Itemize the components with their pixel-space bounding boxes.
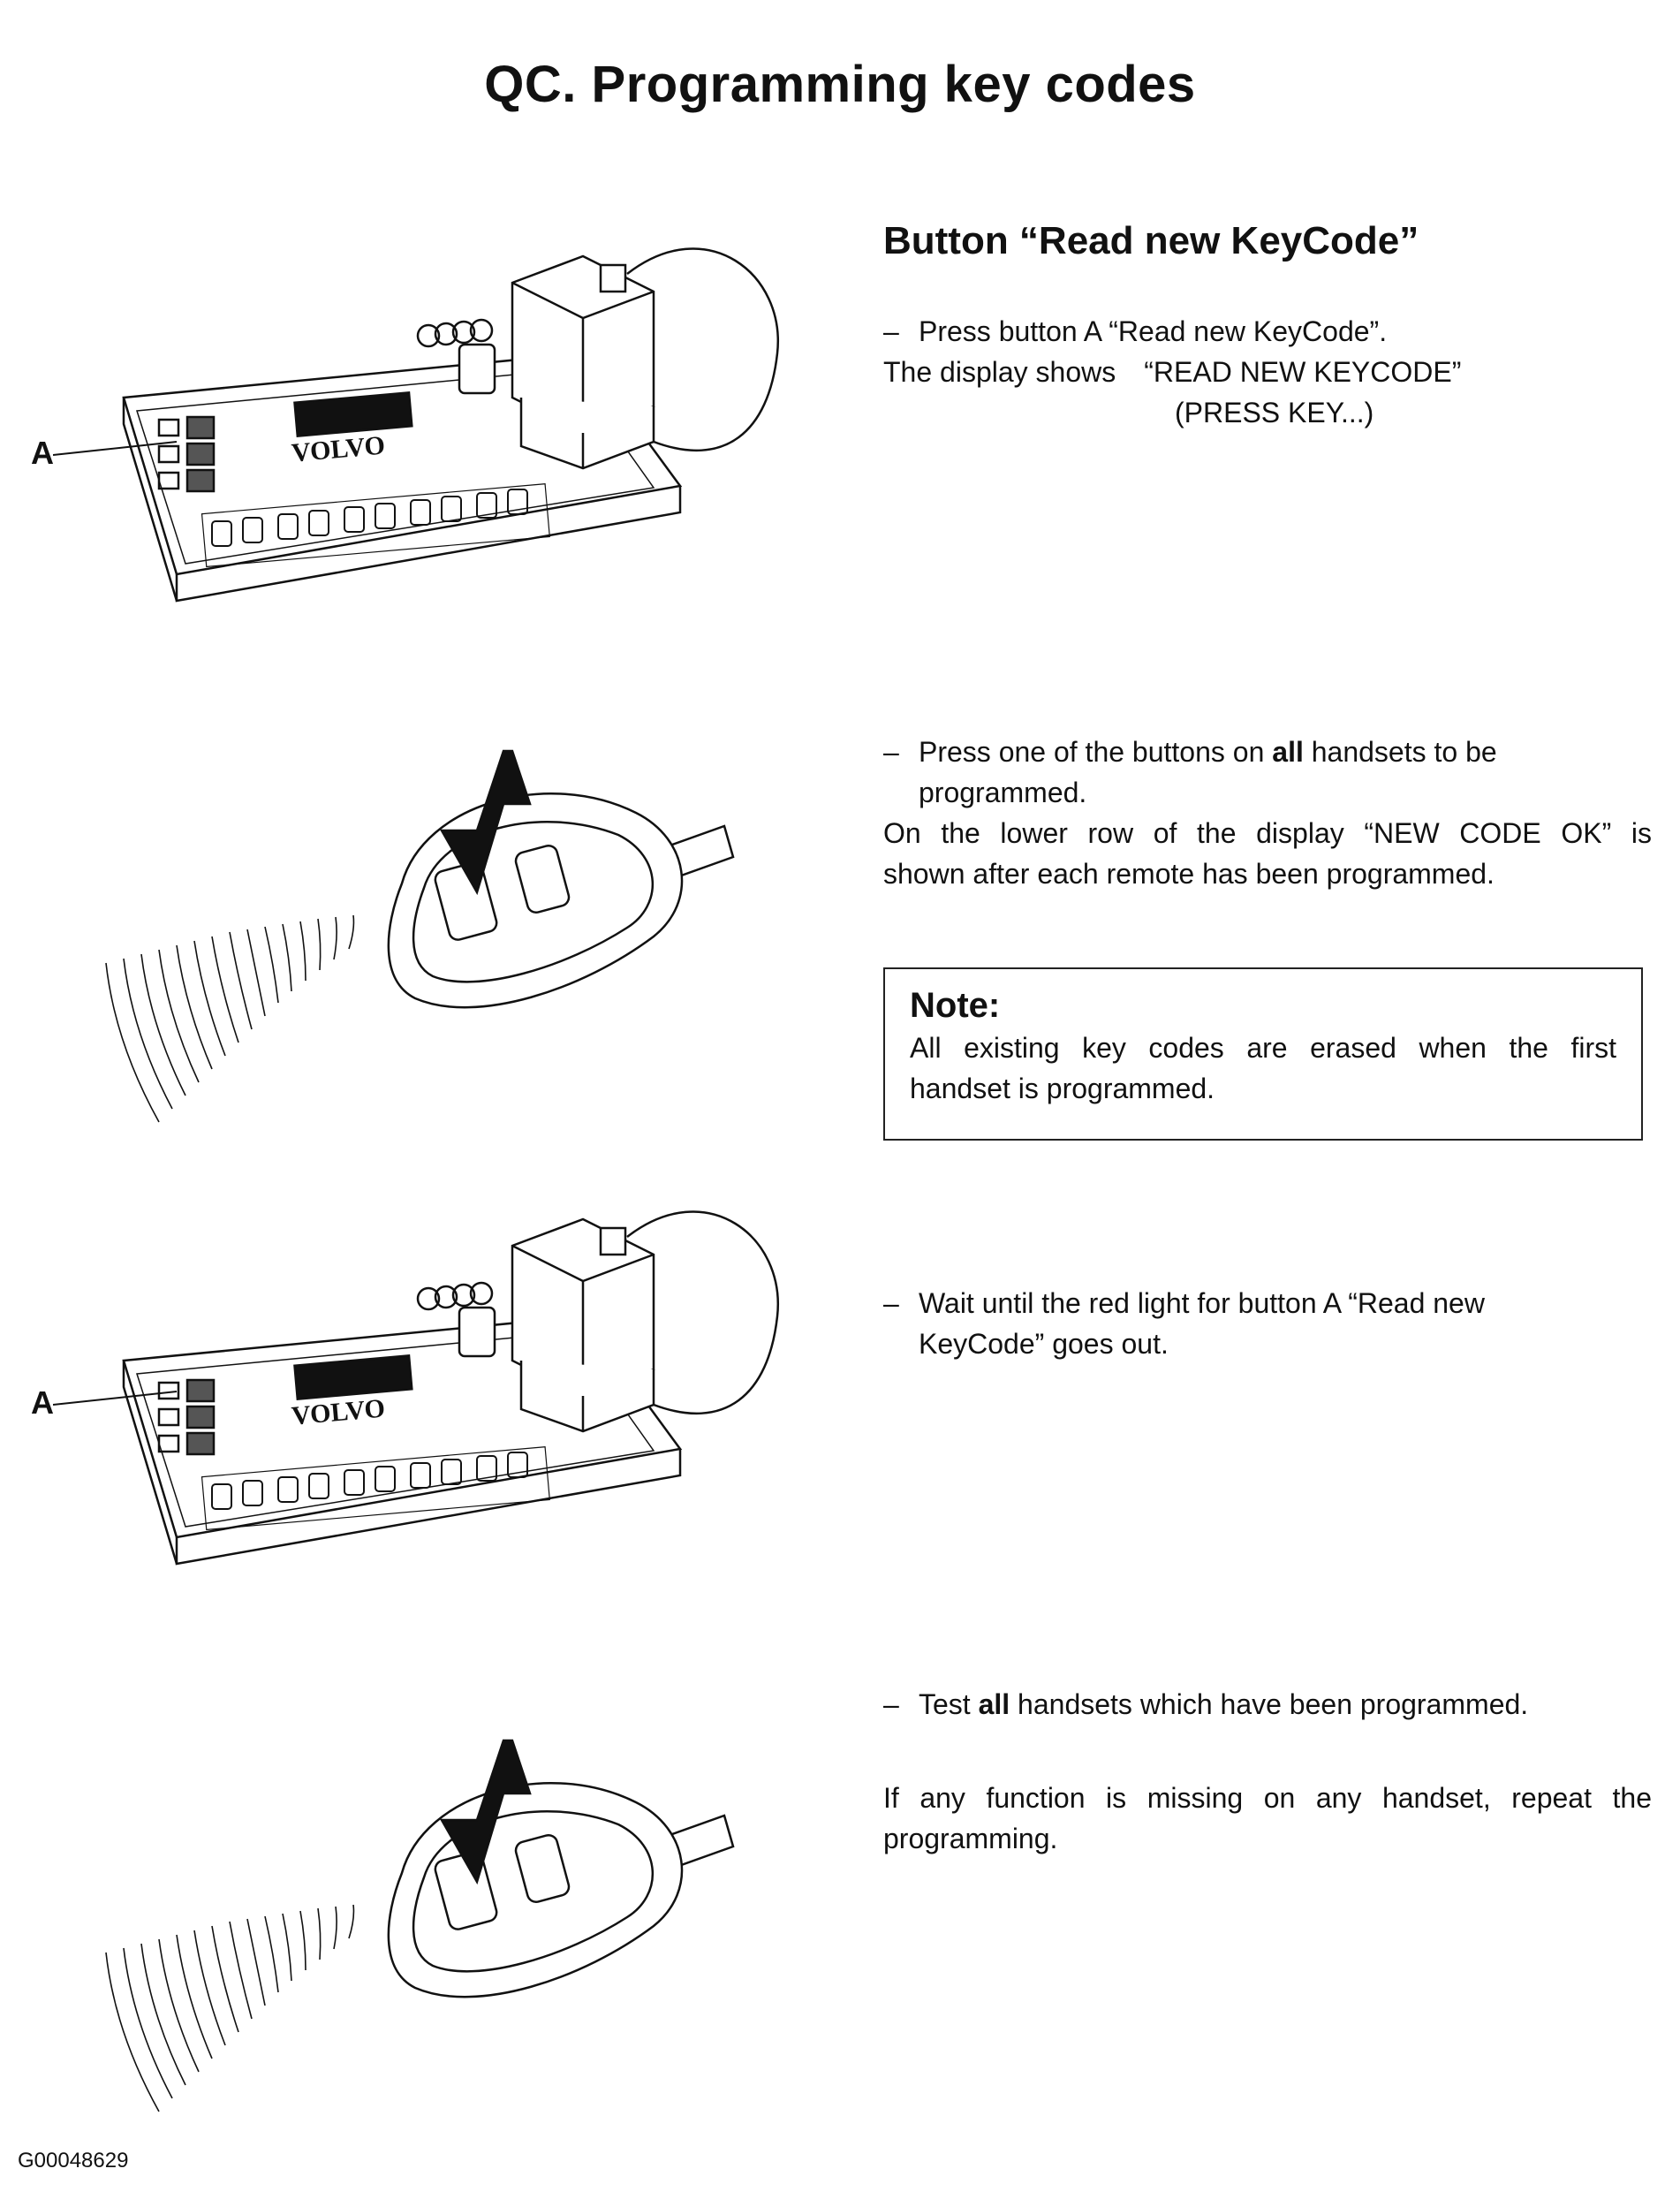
callout-line-2-icon xyxy=(53,1391,178,1406)
step-4-followup: If any function is missing on any handse… xyxy=(883,1782,1652,1854)
tester-illustration-2: VOLVO xyxy=(88,1202,813,1643)
page-title: QC. Programming key codes xyxy=(484,56,1196,113)
section-heading: Button “Read new KeyCode” xyxy=(883,219,1419,262)
step-3: –Wait until the red light for button A “… xyxy=(883,1287,1485,1360)
callout-line-icon xyxy=(53,441,178,456)
button-a-callout: A xyxy=(31,435,54,471)
note-title: Note: xyxy=(910,986,1001,1025)
step-4: –Test all handsets which have been progr… xyxy=(883,1688,1529,1720)
step-2: –Press one of the buttons on all handset… xyxy=(883,736,1652,890)
handset-illustration-2 xyxy=(88,1723,760,2129)
step-1: –Press button A “Read new KeyCode”. The … xyxy=(883,315,1462,428)
figure-id: G00048629 xyxy=(18,2149,129,2172)
note-line-2: handset is programmed. xyxy=(910,1073,1215,1104)
handset-illustration xyxy=(88,733,760,1140)
tester-illustration: VOLVO xyxy=(88,239,813,680)
note-line-1: All existing key codes are erased when t… xyxy=(910,1032,1616,1064)
note-box: Note: All existing key codes are erased … xyxy=(883,967,1643,1141)
button-a-callout-2: A xyxy=(31,1384,54,1421)
